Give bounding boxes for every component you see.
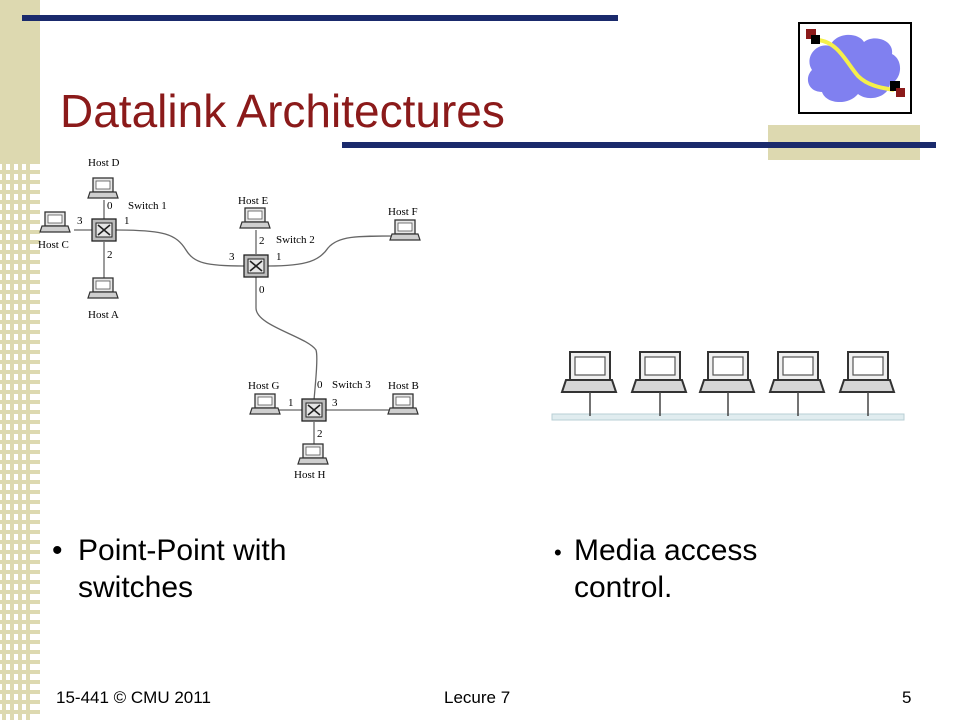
host-label: Host D <box>88 157 120 169</box>
port-label: 3 <box>229 251 235 263</box>
port-label: 2 <box>259 235 265 247</box>
cloud-network-icon <box>798 22 912 114</box>
host-label: Host B <box>388 380 419 392</box>
switch-icon <box>243 254 269 278</box>
port-label: 2 <box>317 428 323 440</box>
page-number: 5 <box>902 688 912 707</box>
slide-title: Datalink Architectures <box>60 85 505 137</box>
host-label: Host G <box>248 380 280 392</box>
switch-icon <box>301 398 327 422</box>
bullet-text-line: switches <box>78 571 194 604</box>
footer-course: 15-441 © CMU 2011 <box>56 688 211 707</box>
port-label: 0 <box>107 200 113 212</box>
port-label: 2 <box>107 249 113 261</box>
computer-icon <box>239 207 271 229</box>
computer-icon <box>561 351 617 417</box>
port-label: 0 <box>317 379 323 391</box>
computer-icon <box>87 177 119 199</box>
computer-icon <box>249 393 281 415</box>
computer-icon <box>39 211 71 233</box>
bullet-media-access: • Media access control. <box>554 532 758 606</box>
bullet-text-line: Media access <box>574 534 758 567</box>
computer-icon <box>387 393 419 415</box>
computer-icon <box>389 219 421 241</box>
bullet-point-point: • Point-Point with switches <box>52 532 287 606</box>
switch-label: Switch 3 <box>332 379 371 391</box>
port-label: 0 <box>259 284 265 296</box>
computer-icon <box>699 351 755 417</box>
switch-label: Switch 2 <box>276 234 315 246</box>
host-label: Host F <box>388 206 418 218</box>
port-label: 1 <box>276 251 282 263</box>
switch-icon <box>91 218 117 242</box>
host-label: Host A <box>88 309 119 321</box>
bullet-marker: • <box>554 540 562 565</box>
host-label: Host H <box>294 469 326 481</box>
port-label: 3 <box>332 397 338 409</box>
computer-icon <box>839 351 895 417</box>
computer-icon <box>297 443 329 465</box>
host-label: Host E <box>238 195 269 207</box>
bullet-text-line: control. <box>574 571 673 604</box>
computer-icon <box>769 351 825 417</box>
port-label: 1 <box>124 215 130 227</box>
computer-icon <box>631 351 687 417</box>
bullet-marker: • <box>52 534 63 567</box>
top-rule <box>22 15 618 21</box>
footer-lecture: Lecure 7 <box>444 688 511 707</box>
switch-network-diagram: Host D Host C Host A Host E Host F Host … <box>38 157 421 481</box>
port-label: 3 <box>77 215 83 227</box>
host-label: Host C <box>38 239 69 251</box>
switch-label: Switch 1 <box>128 200 167 212</box>
computer-icon <box>87 277 119 299</box>
title-underline-rule <box>342 142 936 148</box>
port-label: 1 <box>288 397 294 409</box>
bullet-text-line: Point-Point with <box>78 534 287 567</box>
decorative-sidebar <box>0 0 40 720</box>
shared-bus-diagram <box>551 351 905 421</box>
